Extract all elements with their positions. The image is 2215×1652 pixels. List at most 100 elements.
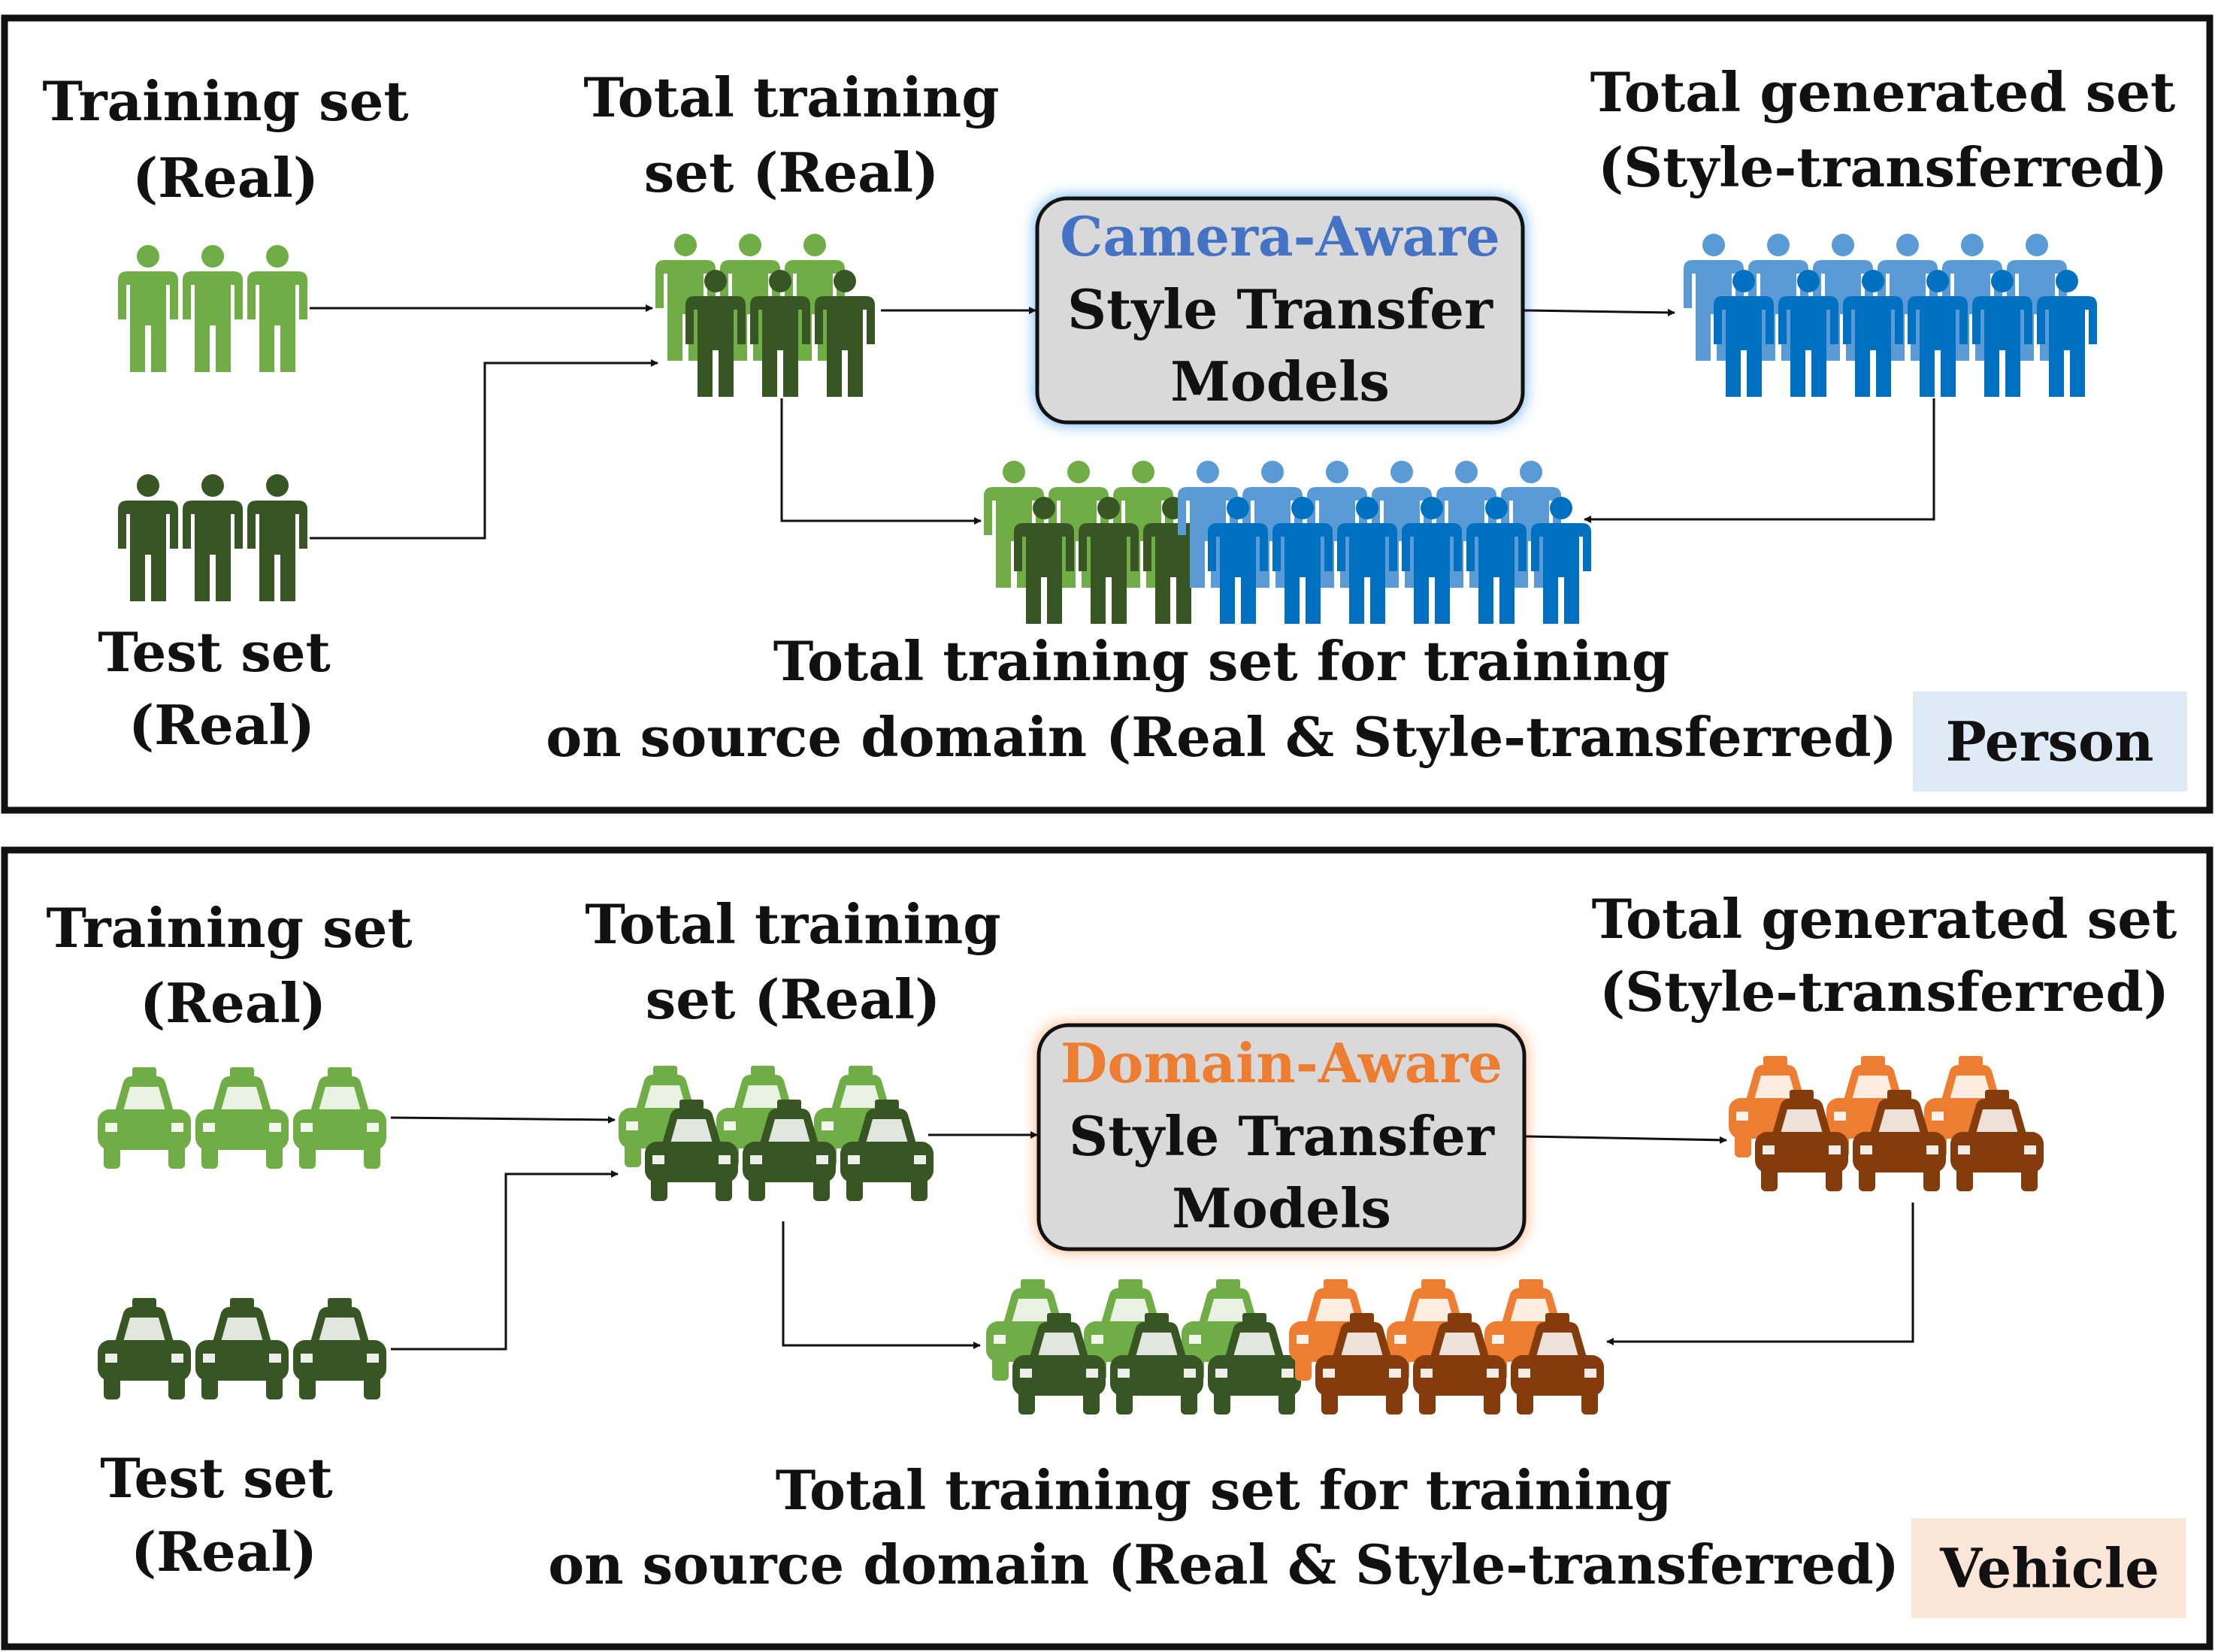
car-icon bbox=[293, 1067, 386, 1169]
total-training-sublabel: set (Real) bbox=[646, 967, 940, 1031]
person-icons-combined-generated bbox=[1178, 461, 1591, 624]
person-icon bbox=[183, 474, 243, 601]
training-set-sublabel: (Real) bbox=[140, 971, 326, 1035]
arrow-test-to-total bbox=[310, 359, 658, 540]
combined-set-label: Total training set for training bbox=[773, 629, 1670, 693]
arrow-total-to-combined bbox=[782, 1221, 981, 1349]
person-icon bbox=[247, 474, 307, 601]
combined-set-label: Total training set for training bbox=[776, 1458, 1672, 1522]
person-icon bbox=[1531, 497, 1591, 624]
person-icon bbox=[247, 245, 307, 372]
car-icon bbox=[1755, 1090, 1848, 1191]
model-label-line3: Models bbox=[1170, 349, 1390, 413]
car-icons-combined-real bbox=[986, 1279, 1301, 1414]
training-set-sublabel: (Real) bbox=[132, 146, 319, 210]
person-icons-combined-real bbox=[984, 461, 1203, 624]
car-icon bbox=[293, 1298, 386, 1399]
model-accent-label: Domain-Aware bbox=[1061, 1031, 1502, 1095]
person-icon bbox=[1843, 270, 1903, 397]
person-icon bbox=[1079, 497, 1139, 624]
training-set-label: Training set bbox=[46, 896, 412, 960]
arrow-generated-to-combined bbox=[1584, 398, 1935, 523]
car-icon bbox=[1853, 1090, 1946, 1191]
arrow-generated-to-combined bbox=[1606, 1203, 1914, 1345]
arrow-total-to-combined bbox=[780, 398, 982, 525]
domain-tag-bg bbox=[1911, 1518, 2186, 1618]
model-accent-label: Camera-Aware bbox=[1060, 204, 1500, 268]
training-set-label: Training set bbox=[42, 69, 408, 133]
car-icon bbox=[1012, 1313, 1106, 1414]
model-label-line2: Style Transfer bbox=[1069, 1104, 1495, 1168]
car-icon bbox=[645, 1100, 738, 1201]
person-icons-test bbox=[118, 474, 307, 601]
generated-set-label: Total generated set bbox=[1590, 60, 2176, 124]
style-transfer-model-box bbox=[1035, 196, 1525, 425]
style-transfer-model-box bbox=[1036, 1023, 1527, 1251]
test-set-label: Test set bbox=[98, 620, 331, 684]
person-icon bbox=[118, 474, 178, 601]
total-training-label: Total training bbox=[583, 65, 999, 129]
combined-set-sublabel: on source domain (Real & Style-transferr… bbox=[546, 705, 1897, 769]
person-icon bbox=[1272, 497, 1333, 624]
test-set-sublabel: (Real) bbox=[131, 1520, 317, 1584]
car-icon bbox=[1413, 1313, 1506, 1414]
car-icon bbox=[98, 1067, 191, 1169]
car-icon bbox=[195, 1298, 289, 1399]
car-icon bbox=[1110, 1313, 1203, 1414]
domain-tag-vehicle: Vehicle bbox=[1939, 1536, 2159, 1600]
person-icon bbox=[1208, 497, 1268, 624]
person-icon bbox=[1466, 497, 1527, 624]
model-label-line3: Models bbox=[1172, 1176, 1391, 1240]
car-icon bbox=[1511, 1313, 1604, 1414]
person-icon bbox=[183, 245, 243, 372]
panel-person: Training set (Real) Total training set (… bbox=[1, 14, 2213, 814]
domain-tag-bg bbox=[1913, 691, 2187, 791]
test-set-sublabel: (Real) bbox=[129, 693, 315, 757]
person-icon bbox=[118, 245, 178, 372]
panel-vehicle-frame bbox=[1, 846, 2213, 1650]
model-label-line2: Style Transfer bbox=[1067, 277, 1493, 341]
car-icon bbox=[98, 1298, 191, 1399]
arrow-training-to-total bbox=[390, 1115, 616, 1124]
person-icon bbox=[1337, 497, 1397, 624]
generated-set-label: Total generated set bbox=[1592, 887, 2177, 951]
car-icon bbox=[986, 1279, 1079, 1381]
generated-set-sublabel: (Style-transferred) bbox=[1598, 135, 2168, 199]
arrow-model-to-generated bbox=[1524, 308, 1675, 316]
person-icon bbox=[1402, 497, 1462, 624]
domain-tag-person: Person bbox=[1946, 710, 2154, 773]
person-icons-total-training bbox=[655, 234, 875, 397]
car-icon bbox=[743, 1100, 836, 1201]
car-icons-training bbox=[98, 1067, 386, 1169]
person-icon bbox=[1714, 270, 1774, 397]
person-icon bbox=[1908, 270, 1968, 397]
person-icon bbox=[1972, 270, 2032, 397]
car-icon bbox=[1950, 1090, 2044, 1191]
person-icon bbox=[1014, 497, 1074, 624]
person-icon bbox=[2037, 270, 2097, 397]
panel-person-frame bbox=[1, 14, 2213, 814]
person-icons-generated bbox=[1684, 234, 2097, 397]
car-icons-generated bbox=[1729, 1056, 2044, 1191]
generated-set-sublabel: (Style-transferred) bbox=[1599, 960, 2169, 1024]
person-icon bbox=[1778, 270, 1838, 397]
person-icon bbox=[750, 270, 810, 397]
car-icons-test bbox=[98, 1298, 386, 1399]
test-set-label: Test set bbox=[100, 1446, 333, 1510]
combined-set-sublabel: on source domain (Real & Style-transferr… bbox=[548, 1532, 1899, 1596]
car-icons-total-training bbox=[619, 1066, 934, 1201]
person-icon bbox=[685, 270, 746, 397]
car-icon bbox=[1208, 1313, 1301, 1414]
car-icon bbox=[195, 1067, 289, 1169]
total-training-label: Total training bbox=[585, 892, 1000, 956]
person-icon bbox=[815, 270, 875, 397]
total-training-sublabel: set (Real) bbox=[644, 141, 939, 204]
panel-vehicle: Training set (Real) Total training set (… bbox=[1, 846, 2213, 1650]
car-icon bbox=[1315, 1313, 1409, 1414]
car-icons-combined-generated bbox=[1289, 1279, 1604, 1414]
car-icon bbox=[840, 1100, 934, 1201]
arrow-test-to-total bbox=[391, 1170, 619, 1351]
arrow-model-to-generated bbox=[1525, 1135, 1727, 1144]
person-icons-training bbox=[118, 245, 307, 372]
